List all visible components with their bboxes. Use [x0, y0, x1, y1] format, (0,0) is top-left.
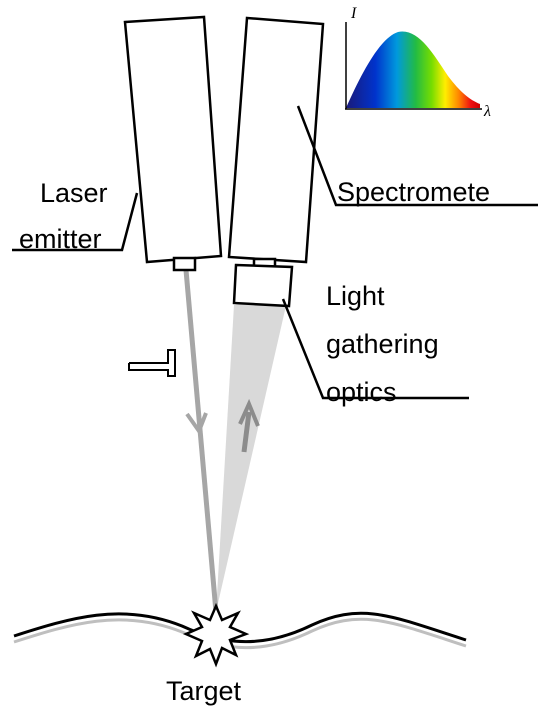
return-arrow-head [238, 398, 260, 427]
laser-label-line1: Laser [40, 178, 108, 208]
spectrum-y-label: I [351, 5, 357, 22]
target-label: Target [166, 676, 242, 706]
spectrometer-label: Spectromete [337, 177, 491, 207]
laser-emitter-box [123, 15, 223, 264]
surface-shadow [13, 617, 467, 650]
laser-leader-line [12, 192, 139, 252]
laser-label-line2: emitter [19, 224, 102, 254]
laser-nozzle [172, 256, 197, 272]
spectrum-curve [346, 31, 480, 108]
optics-leader-line [281, 298, 469, 400]
optics-label-line3: optics [326, 377, 397, 407]
laser-beam [183, 269, 219, 613]
surface-line [13, 611, 467, 644]
collection-cone [216, 297, 288, 612]
optics-box [232, 263, 294, 308]
spectrum-x-label: λ [484, 103, 491, 120]
spectrometer-leader-line [296, 105, 538, 207]
spectrometer-box [227, 16, 325, 264]
laser-beam-arrow [185, 412, 208, 436]
optics-label-line2: gathering [326, 329, 439, 359]
pulse-symbol [128, 349, 176, 377]
optics-label-line1: Light [326, 281, 385, 311]
impact-star-icon [182, 602, 250, 668]
return-arrow-shaft [241, 411, 252, 453]
